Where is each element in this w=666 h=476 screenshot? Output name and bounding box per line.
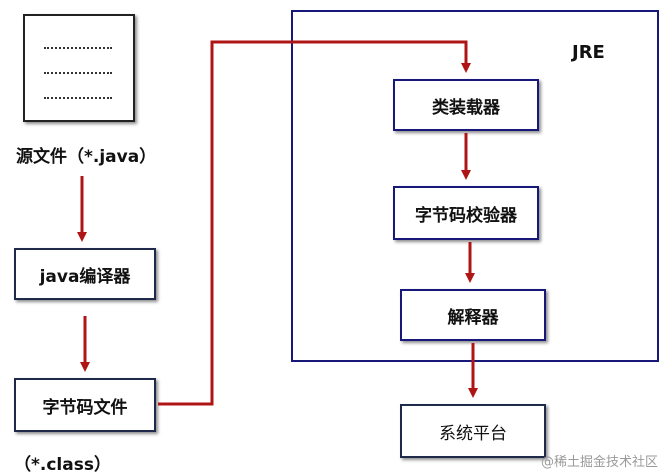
bytecode-verifier-box: 字节码校验器 bbox=[393, 186, 539, 240]
class-loader-box: 类装载器 bbox=[393, 79, 539, 131]
system-platform-box: 系统平台 bbox=[400, 404, 546, 458]
source-file-line bbox=[44, 47, 112, 49]
jre-container bbox=[291, 10, 659, 362]
source-file-line bbox=[44, 97, 112, 99]
arrow-bytecode-to-loader bbox=[158, 40, 471, 406]
bytecode-file-box: 字节码文件 bbox=[14, 378, 156, 432]
jre-title: JRE bbox=[572, 42, 605, 63]
watermark-text: @稀土掘金技术社区 bbox=[540, 455, 658, 470]
class-file-label: （*.class） bbox=[14, 455, 111, 475]
interpreter-box: 解释器 bbox=[400, 289, 546, 341]
source-file-line bbox=[44, 72, 112, 74]
source-file-icon bbox=[23, 14, 135, 122]
source-file-label: 源文件（*.java） bbox=[16, 147, 157, 167]
java-compiler-box: java编译器 bbox=[14, 248, 156, 300]
